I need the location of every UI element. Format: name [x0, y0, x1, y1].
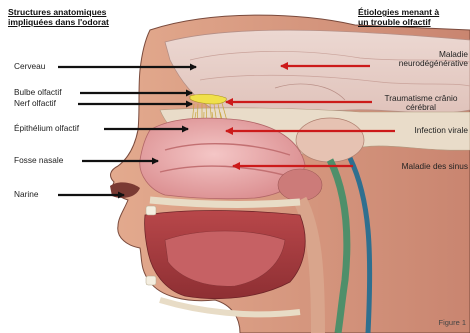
left-header-line-2: impliquées dans l'odorat	[8, 18, 109, 28]
left-header: Structures anatomiques impliquées dans l…	[8, 8, 109, 28]
label-narine: Narine	[14, 190, 38, 199]
figure-label: Figure 1	[438, 318, 466, 327]
label-nerf-olfactif: Nerf olfactif	[14, 99, 56, 108]
label-maladie-neurodegenerative: Maladie neurodégénérative	[399, 50, 468, 69]
right-header: Étiologies menant à un trouble olfactif	[358, 8, 439, 28]
label-fosse-nasale: Fosse nasale	[14, 156, 63, 165]
label-epithelium-olfactif: Épithélium olfactif	[14, 124, 79, 133]
label-infection-virale: Infection virale	[415, 126, 469, 135]
right-header-line-2: un trouble olfactif	[358, 18, 439, 28]
trauma-line-2: cérébral	[374, 103, 468, 112]
label-bulbe-olfactif: Bulbe olfactif	[14, 88, 62, 97]
neuro-line-2: neurodégénérative	[399, 59, 468, 68]
label-maladie-des-sinus: Maladie des sinus	[402, 162, 468, 171]
label-traumatisme: Traumatisme crânio cérébral	[374, 94, 468, 113]
label-cerveau: Cerveau	[14, 62, 45, 71]
